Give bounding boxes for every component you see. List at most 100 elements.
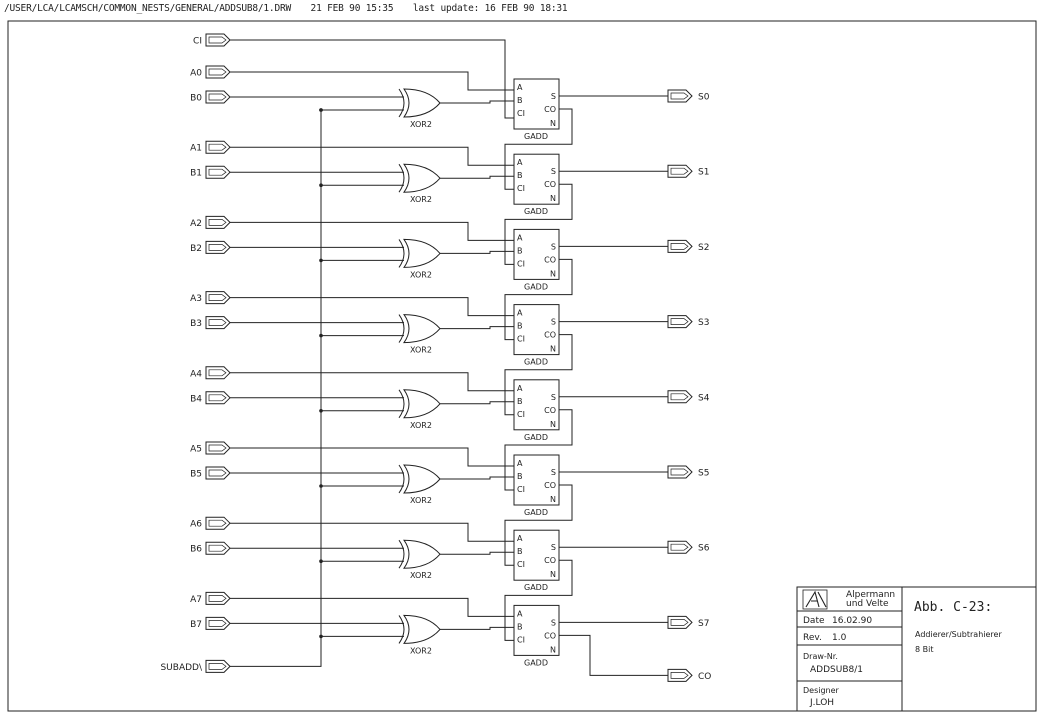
adder-2-pin-a: A bbox=[517, 233, 523, 242]
adder-1-pin-co: CO bbox=[544, 180, 556, 189]
input-b2-label: B2 bbox=[190, 244, 202, 254]
wire-a3 bbox=[230, 297, 514, 317]
input-a6-label: A6 bbox=[190, 520, 202, 530]
drawing-frame bbox=[7, 20, 1037, 712]
adder-0-label: GADD bbox=[524, 132, 548, 141]
input-a3-label: A3 bbox=[190, 294, 202, 304]
input-b5-port-inner bbox=[208, 469, 227, 477]
adder-6-pin-s: S bbox=[551, 543, 556, 552]
company-logo bbox=[802, 589, 828, 610]
adder-2 bbox=[513, 228, 560, 280]
adder-1-pin-b: B bbox=[517, 171, 523, 180]
designer-label: Designer bbox=[803, 686, 840, 695]
input-a3-port-inner bbox=[208, 294, 227, 301]
xor-gate-5-label: XOR2 bbox=[410, 496, 432, 505]
input-a4-port-inner bbox=[208, 369, 227, 377]
xor-gate-7-arc bbox=[398, 615, 405, 644]
description-line2: 8 Bit bbox=[915, 645, 933, 654]
wire-co bbox=[559, 634, 668, 676]
xor-gate-0-arc bbox=[398, 88, 405, 118]
adder-2-pin-s: S bbox=[551, 242, 556, 251]
adder-6-pin-a: A bbox=[517, 534, 523, 543]
adder-6-pin-b: B bbox=[517, 547, 523, 556]
wire-xor-out0 bbox=[440, 100, 514, 104]
input-a4-label: A4 bbox=[190, 369, 202, 379]
output-s5-label: S5 bbox=[698, 469, 709, 479]
rev-label: Rev. bbox=[803, 633, 822, 643]
input-b2-port-inner bbox=[208, 244, 227, 251]
wire-carry1 bbox=[504, 183, 573, 265]
output-s0-label: S0 bbox=[698, 93, 710, 103]
adder-3-label: GADD bbox=[524, 358, 548, 367]
input-subadd-port-inner bbox=[208, 663, 227, 670]
input-a5-port-inner bbox=[208, 444, 227, 452]
wire-a0 bbox=[230, 71, 514, 91]
drawing-number-value: ADDSUB8/1 bbox=[810, 665, 863, 675]
xor-gate-7-label: XOR2 bbox=[410, 646, 432, 655]
wire-a2 bbox=[230, 221, 514, 241]
wire-xor-out4 bbox=[440, 401, 514, 405]
xor-gate-3-label: XOR2 bbox=[410, 346, 432, 355]
adder-3-pin-ci: CI bbox=[517, 335, 525, 344]
input-a0-port-inner bbox=[208, 68, 227, 76]
adder-4-pin-ci: CI bbox=[517, 410, 525, 419]
output-s3-port-inner bbox=[670, 318, 689, 325]
xor-gate-0-label: XOR2 bbox=[410, 120, 432, 129]
input-b3-label: B3 bbox=[190, 319, 202, 329]
output-s2-port-inner bbox=[670, 243, 689, 250]
adder-6-label: GADD bbox=[524, 583, 548, 592]
adder-0-pin-s: S bbox=[551, 92, 556, 101]
input-a7-port-inner bbox=[208, 595, 227, 602]
wire-xor-out2 bbox=[440, 250, 514, 254]
input-a2-label: A2 bbox=[190, 219, 202, 229]
wire-carry6 bbox=[504, 559, 573, 641]
xor-gate-3-arc bbox=[398, 314, 405, 343]
input-b7-port-inner bbox=[208, 620, 227, 627]
rev-value: 1.0 bbox=[832, 633, 847, 643]
adder-2-label: GADD bbox=[524, 282, 548, 291]
adder-4-label: GADD bbox=[524, 433, 548, 442]
input-b0-label: B0 bbox=[190, 94, 202, 104]
input-a6-port-inner bbox=[208, 519, 227, 527]
adder-6 bbox=[513, 529, 560, 581]
adder-5-pin-n: N bbox=[550, 495, 556, 504]
output-s6-port-inner bbox=[670, 543, 689, 551]
xor-gate-2-arc bbox=[398, 239, 405, 268]
output-co-port-inner bbox=[670, 672, 689, 679]
circuit: CISUBADD\A0B0XOR2ABCISCONGADDS0A1B1XOR2A… bbox=[160, 33, 711, 682]
company-name-line2: und Velte bbox=[846, 599, 889, 609]
input-ci-port-inner bbox=[208, 36, 227, 44]
input-subadd-label: SUBADD\ bbox=[160, 663, 202, 673]
input-b6-label: B6 bbox=[190, 545, 202, 555]
wire-xor-out1 bbox=[440, 175, 514, 179]
company-name-line1: Alpermann bbox=[846, 590, 895, 600]
wire-a5 bbox=[230, 447, 514, 467]
xor-gate-2 bbox=[403, 238, 441, 268]
adder-0-pin-n: N bbox=[550, 119, 556, 128]
input-b6-port-inner bbox=[208, 544, 227, 552]
title-block: Alpermann und Velte Date 16.02.90 Rev. 1… bbox=[796, 586, 1037, 712]
figure-title: Abb. C-23: bbox=[914, 600, 992, 615]
adder-0 bbox=[513, 78, 560, 130]
adder-0-pin-ci: CI bbox=[517, 109, 525, 118]
wire-subadd-bus bbox=[230, 110, 322, 667]
input-a0-label: A0 bbox=[190, 69, 202, 79]
designer-value: J.LOH bbox=[809, 698, 834, 708]
wire-xor-out6 bbox=[440, 551, 514, 555]
adder-7-pin-b: B bbox=[517, 622, 523, 631]
adder-1-pin-a: A bbox=[517, 158, 523, 167]
adder-3-pin-a: A bbox=[517, 309, 523, 318]
adder-3-pin-n: N bbox=[550, 345, 556, 354]
input-b1-port-inner bbox=[208, 168, 227, 176]
adder-7-pin-co: CO bbox=[544, 631, 556, 640]
adder-5 bbox=[513, 454, 560, 506]
adder-4-pin-n: N bbox=[550, 420, 556, 429]
xor-gate-1 bbox=[403, 163, 441, 193]
adder-7-pin-n: N bbox=[550, 645, 556, 654]
adder-1-pin-s: S bbox=[551, 167, 556, 176]
adder-1-pin-ci: CI bbox=[517, 184, 525, 193]
adder-5-pin-s: S bbox=[551, 468, 556, 477]
xor-gate-1-label: XOR2 bbox=[410, 195, 432, 204]
output-s0-port-inner bbox=[670, 92, 689, 100]
output-s6-label: S6 bbox=[698, 544, 710, 554]
